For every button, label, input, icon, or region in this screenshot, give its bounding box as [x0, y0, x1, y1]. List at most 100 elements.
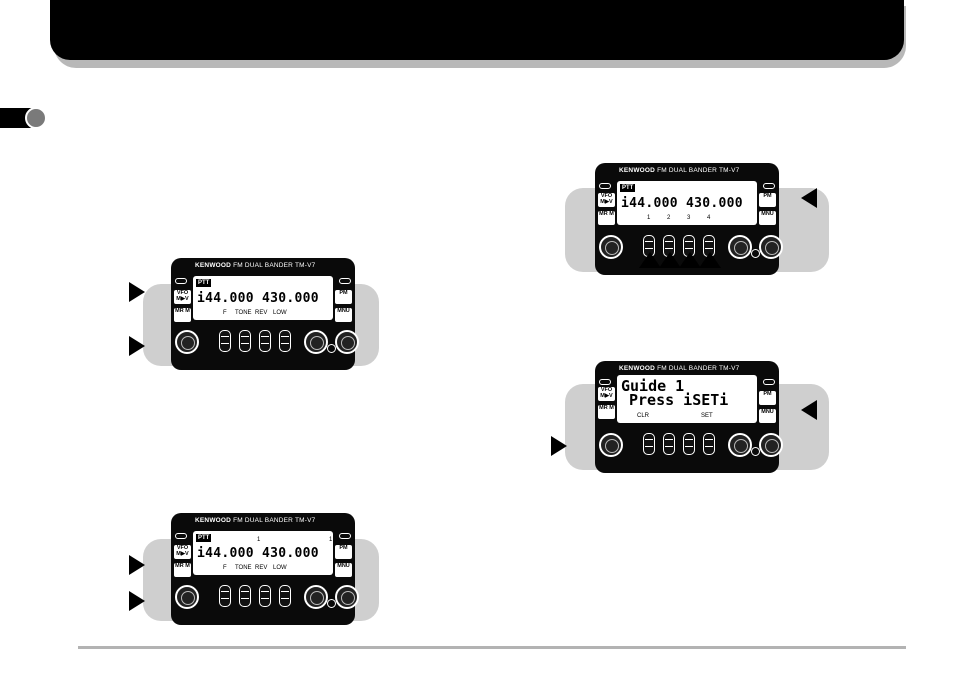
frequency-display: i44.000 430.000 [621, 196, 743, 211]
vfo-key[interactable]: VFO M▶V [598, 193, 615, 207]
function-key-4[interactable] [279, 330, 291, 352]
volume-knob-left[interactable] [728, 433, 752, 457]
mr-key[interactable]: MR M [174, 563, 191, 577]
pointer-arrow-icon [801, 188, 817, 208]
frequency-display: i44.000 430.000 [197, 546, 319, 561]
brand-label: KENWOOD FM DUAL BANDER TM-V7 [619, 167, 740, 174]
volume-knob-right[interactable] [759, 235, 783, 259]
pointer-arrow-icon [551, 436, 567, 456]
tuning-knob[interactable] [599, 235, 623, 259]
volume-knob-right[interactable] [759, 433, 783, 457]
function-key-1[interactable] [643, 433, 655, 455]
led-right-icon [339, 278, 351, 284]
label-low: LOW [273, 310, 287, 316]
function-key-2[interactable] [239, 330, 251, 352]
function-key-2[interactable] [663, 433, 675, 455]
mic-jack-icon [751, 249, 760, 258]
volume-knob-left[interactable] [304, 330, 328, 354]
brand-label: KENWOOD FM DUAL BANDER TM-V7 [195, 262, 316, 269]
volume-knob-left[interactable] [304, 585, 328, 609]
tuning-knob[interactable] [599, 433, 623, 457]
function-key-4[interactable] [703, 433, 715, 455]
function-key-1[interactable] [219, 330, 231, 352]
radio-panel: KENWOOD FM DUAL BANDER TM-V7 VFO M▶V MR … [171, 513, 359, 625]
label-2: 2 [667, 215, 671, 221]
pm-key[interactable]: PM [759, 193, 776, 207]
mr-key[interactable]: MR M [598, 405, 615, 419]
led-left-icon [175, 278, 187, 284]
volume-knob-right[interactable] [335, 330, 359, 354]
function-key-1[interactable] [219, 585, 231, 607]
radio-panel: KENWOOD FM DUAL BANDER TM-V7 VFO M▶V MR … [171, 258, 359, 370]
led-right-icon [763, 379, 775, 385]
pointer-arrow-icon [129, 555, 145, 575]
label-4: 4 [707, 215, 711, 221]
label-3: 3 [687, 215, 691, 221]
radio-panel: KENWOOD FM DUAL BANDER TM-V7 VFO M▶V MR … [595, 361, 783, 473]
function-key-1[interactable] [643, 235, 655, 257]
pointer-arrow-icon [129, 336, 145, 356]
mic-jack-icon [327, 344, 336, 353]
vfo-key[interactable]: VFO M▶V [598, 387, 615, 401]
label-tone: TONE [235, 565, 252, 571]
frequency-display: i44.000 430.000 [197, 291, 319, 306]
vfo-key[interactable]: VFO M▶V [174, 545, 191, 559]
radio-panel: KENWOOD FM DUAL BANDER TM-V7 VFO M▶V MR … [595, 163, 783, 275]
pointer-arrow-icon [801, 400, 817, 420]
tuning-knob[interactable] [175, 330, 199, 354]
mic-jack-icon [751, 447, 760, 456]
pointer-arrow-icon [679, 252, 701, 268]
volume-knob-right[interactable] [335, 585, 359, 609]
mnu-key[interactable]: MNU [759, 409, 776, 423]
pm-key[interactable]: PM [759, 391, 776, 405]
function-key-2[interactable] [239, 585, 251, 607]
lcd-display: PTT 1 1 i44.000 430.000 F TONE REV LOW [193, 531, 333, 575]
pm-key[interactable]: PM [335, 290, 352, 304]
radio-figure-3: KENWOOD FM DUAL BANDER TM-V7 VFO M▶V MR … [565, 163, 829, 310]
memory-channel-right: 1 [329, 537, 333, 543]
label-tone: TONE [235, 310, 252, 316]
led-left-icon [175, 533, 187, 539]
radio-figure-1: KENWOOD FM DUAL BANDER TM-V7 VFO M▶V MR … [129, 258, 379, 406]
label-rev: REV [255, 310, 268, 316]
radio-figure-4: KENWOOD FM DUAL BANDER TM-V7 VFO M▶V MR … [551, 361, 829, 506]
mnu-key[interactable]: MNU [759, 211, 776, 225]
radio-figure-2: KENWOOD FM DUAL BANDER TM-V7 VFO M▶V MR … [129, 513, 379, 661]
section-dot-icon [25, 107, 47, 129]
guide-prompt: Press iSETi [629, 391, 729, 409]
pointer-arrow-icon [639, 252, 661, 268]
pm-key[interactable]: PM [335, 545, 352, 559]
function-key-4[interactable] [279, 585, 291, 607]
function-key-3[interactable] [683, 235, 695, 257]
label-rev: REV [255, 565, 268, 571]
ptt-indicator: PTT [620, 184, 636, 192]
page-header-bar [50, 0, 904, 60]
pointer-arrow-icon [659, 252, 681, 268]
label-f: F [223, 565, 227, 571]
lcd-display: PTT i44.000 430.000 F TONE REV LOW [193, 276, 333, 320]
tuning-knob[interactable] [175, 585, 199, 609]
label-f: F [223, 310, 227, 316]
brand-label: KENWOOD FM DUAL BANDER TM-V7 [195, 517, 316, 524]
function-key-3[interactable] [683, 433, 695, 455]
mr-key[interactable]: MR M [598, 211, 615, 225]
lcd-display: Guide 1 Press iSETi CLR SET [617, 375, 757, 423]
volume-knob-left[interactable] [728, 235, 752, 259]
label-set: SET [701, 413, 713, 419]
led-left-icon [599, 379, 611, 385]
vfo-key[interactable]: VFO M▶V [174, 290, 191, 304]
mic-jack-icon [327, 599, 336, 608]
led-left-icon [599, 183, 611, 189]
function-key-3[interactable] [259, 585, 271, 607]
mnu-key[interactable]: MNU [335, 308, 352, 322]
label-low: LOW [273, 565, 287, 571]
function-key-3[interactable] [259, 330, 271, 352]
pointer-arrow-icon [129, 282, 145, 302]
label-clr: CLR [637, 413, 650, 419]
label-1: 1 [647, 215, 651, 221]
mnu-key[interactable]: MNU [335, 563, 352, 577]
lcd-display: PTT i44.000 430.000 1 2 3 4 [617, 181, 757, 225]
brand-label: KENWOOD FM DUAL BANDER TM-V7 [619, 365, 740, 372]
guide-title: Guide 1 [621, 377, 685, 395]
mr-key[interactable]: MR M [174, 308, 191, 322]
